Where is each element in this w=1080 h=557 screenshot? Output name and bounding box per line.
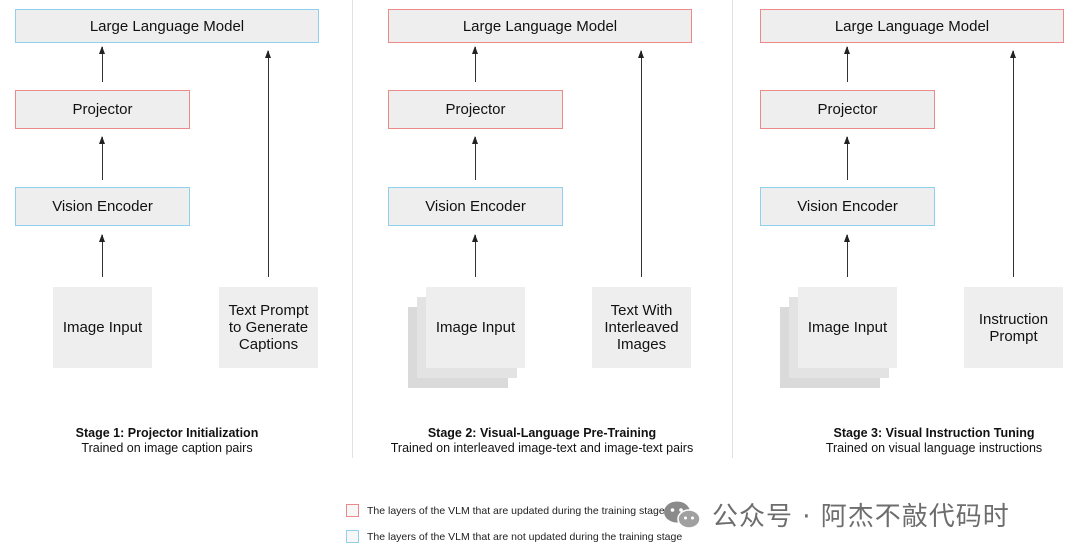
- stage-subtitle: Trained on interleaved image-text and im…: [390, 441, 694, 455]
- arrow-image-to-encoder: [844, 234, 850, 277]
- image-input-card: Image Input: [798, 287, 897, 368]
- stage-title: Stage 3: Visual Instruction Tuning: [833, 426, 1035, 440]
- arrow-instruction-to-llm: [1010, 50, 1016, 277]
- stage-divider-1: [352, 0, 353, 458]
- text-interleaved-line-1: Text With: [610, 302, 673, 319]
- projector-label: Projector: [817, 101, 878, 118]
- image-input-label: Image Input: [62, 319, 143, 336]
- legend-updated: The layers of the VLM that are updated d…: [346, 504, 665, 517]
- watermark: 公众号 · 阿杰不敲代码时: [662, 496, 1010, 533]
- vision-encoder-box: Vision Encoder: [15, 187, 190, 226]
- text-prompt-card: Text Prompt to Generate Captions: [219, 287, 318, 368]
- image-input-card: Image Input: [53, 287, 152, 368]
- image-input-label: Image Input: [435, 319, 516, 336]
- stage-2: Large Language Model Projector Vision En…: [353, 9, 731, 456]
- llm-label: Large Language Model: [834, 17, 990, 35]
- vision-encoder-label: Vision Encoder: [425, 198, 526, 215]
- arrow-projector-to-llm: [472, 46, 478, 82]
- arrow-text-to-llm: [638, 50, 644, 277]
- text-interleaved-line-2: Interleaved: [604, 319, 679, 336]
- image-input-card: Image Input: [426, 287, 525, 368]
- stage-divider-2: [732, 0, 733, 458]
- text-prompt-line-1: Text Prompt: [228, 302, 309, 319]
- vision-encoder-box: Vision Encoder: [388, 187, 563, 226]
- legend-not-updated-label: The layers of the VLM that are not updat…: [367, 530, 683, 543]
- stage-title: Stage 1: Projector Initialization: [75, 426, 259, 440]
- instruction-prompt-line-1: Instruction: [978, 310, 1049, 328]
- arrow-image-to-encoder: [472, 234, 478, 277]
- arrow-encoder-to-projector: [472, 136, 478, 180]
- arrow-encoder-to-projector: [99, 136, 105, 180]
- projector-label: Projector: [445, 101, 506, 118]
- llm-box: Large Language Model: [15, 9, 319, 43]
- legend-swatch-updated: [346, 504, 359, 517]
- stage-title: Stage 2: Visual-Language Pre-Training: [427, 426, 657, 440]
- projector-box: Projector: [388, 90, 563, 129]
- legend-not-updated: The layers of the VLM that are not updat…: [346, 530, 682, 543]
- stage-caption: Stage 1: Projector Initialization Traine…: [0, 426, 334, 456]
- stage-1: Large Language Model Projector Vision En…: [0, 0, 352, 470]
- legend-swatch-not-updated: [346, 530, 359, 543]
- arrow-image-to-encoder: [99, 234, 105, 277]
- vision-encoder-box: Vision Encoder: [760, 187, 935, 226]
- vision-encoder-label: Vision Encoder: [52, 198, 153, 215]
- image-input-label: Image Input: [807, 319, 888, 336]
- instruction-prompt-card: Instruction Prompt: [964, 287, 1063, 368]
- instruction-prompt-line-2: Prompt: [989, 327, 1038, 345]
- llm-box: Large Language Model: [760, 9, 1064, 43]
- arrow-projector-to-llm: [844, 46, 850, 82]
- llm-label: Large Language Model: [89, 17, 245, 35]
- text-prompt-line-3: Captions: [238, 336, 299, 353]
- projector-box: Projector: [15, 90, 190, 129]
- stage-subtitle: Trained on image caption pairs: [81, 441, 253, 455]
- legend-updated-label: The layers of the VLM that are updated d…: [367, 504, 665, 517]
- stage-3: Large Language Model Projector Vision En…: [760, 9, 1079, 456]
- vision-encoder-label: Vision Encoder: [797, 198, 898, 215]
- arrow-text-to-llm: [265, 50, 271, 277]
- stage-caption: Stage 2: Visual-Language Pre-Training Tr…: [353, 426, 731, 456]
- llm-box: Large Language Model: [388, 9, 692, 43]
- wechat-icon: [664, 501, 701, 529]
- stage-caption: Stage 3: Visual Instruction Tuning Train…: [789, 426, 1079, 456]
- watermark-text: 公众号 · 阿杰不敲代码时: [712, 502, 1010, 532]
- projector-box: Projector: [760, 90, 935, 129]
- llm-label: Large Language Model: [462, 17, 618, 35]
- arrow-projector-to-llm: [99, 46, 105, 82]
- text-interleaved-line-3: Images: [616, 336, 667, 353]
- stage-subtitle: Trained on visual language instructions: [825, 441, 1043, 455]
- text-interleaved-card: Text With Interleaved Images: [592, 287, 691, 368]
- text-prompt-line-2: to Generate: [228, 319, 309, 336]
- projector-label: Projector: [72, 101, 133, 118]
- arrow-encoder-to-projector: [844, 136, 850, 180]
